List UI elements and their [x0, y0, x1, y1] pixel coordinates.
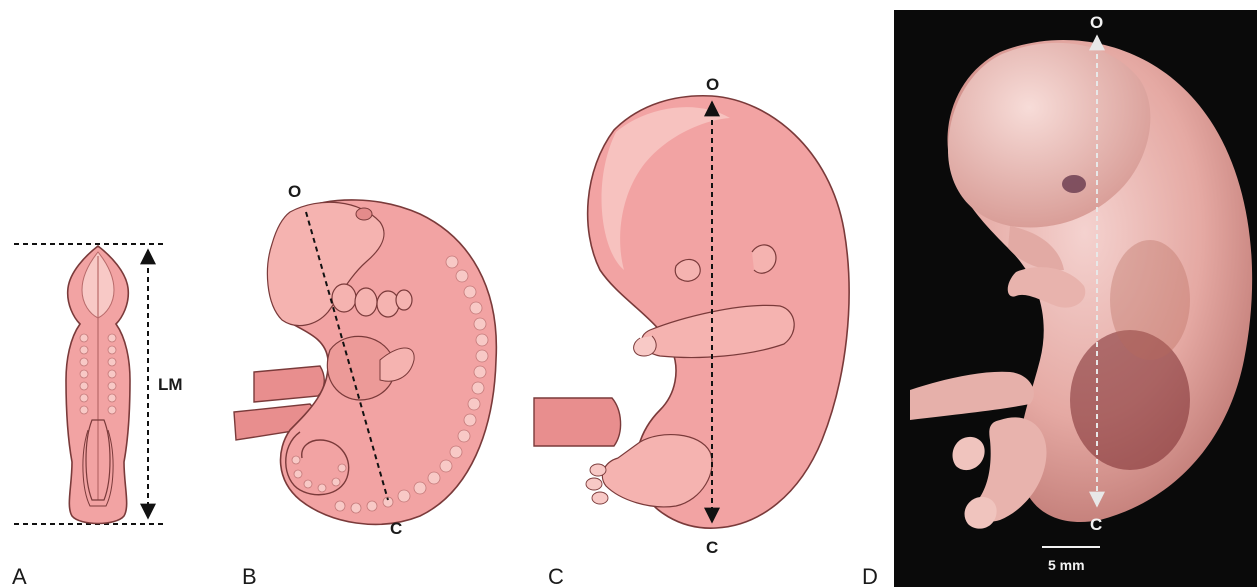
c-top-label: O — [706, 75, 719, 94]
panel-d-letter: D — [862, 564, 878, 587]
panel-a-letter: A — [12, 564, 27, 587]
lm-label: LM — [158, 375, 183, 394]
panel-b: O C B — [234, 182, 496, 587]
c-bottom-label: C — [706, 538, 718, 557]
panel-b-letter: B — [242, 564, 257, 587]
panel-c-letter: C — [548, 564, 564, 587]
b-bottom-label: C — [390, 519, 402, 538]
d-top-label: O — [1090, 13, 1103, 32]
embryo-a-illustration — [66, 246, 130, 524]
embryo-c-illustration — [534, 96, 849, 528]
embryo-b-illustration — [234, 200, 496, 524]
panel-d: O C 5 mm D — [862, 10, 1257, 587]
panel-a: LM A — [12, 244, 183, 587]
d-bottom-label: C — [1090, 515, 1102, 534]
scale-bar-label: 5 mm — [1048, 557, 1085, 573]
panel-c: O C C — [534, 75, 849, 587]
b-top-label: O — [288, 182, 301, 201]
